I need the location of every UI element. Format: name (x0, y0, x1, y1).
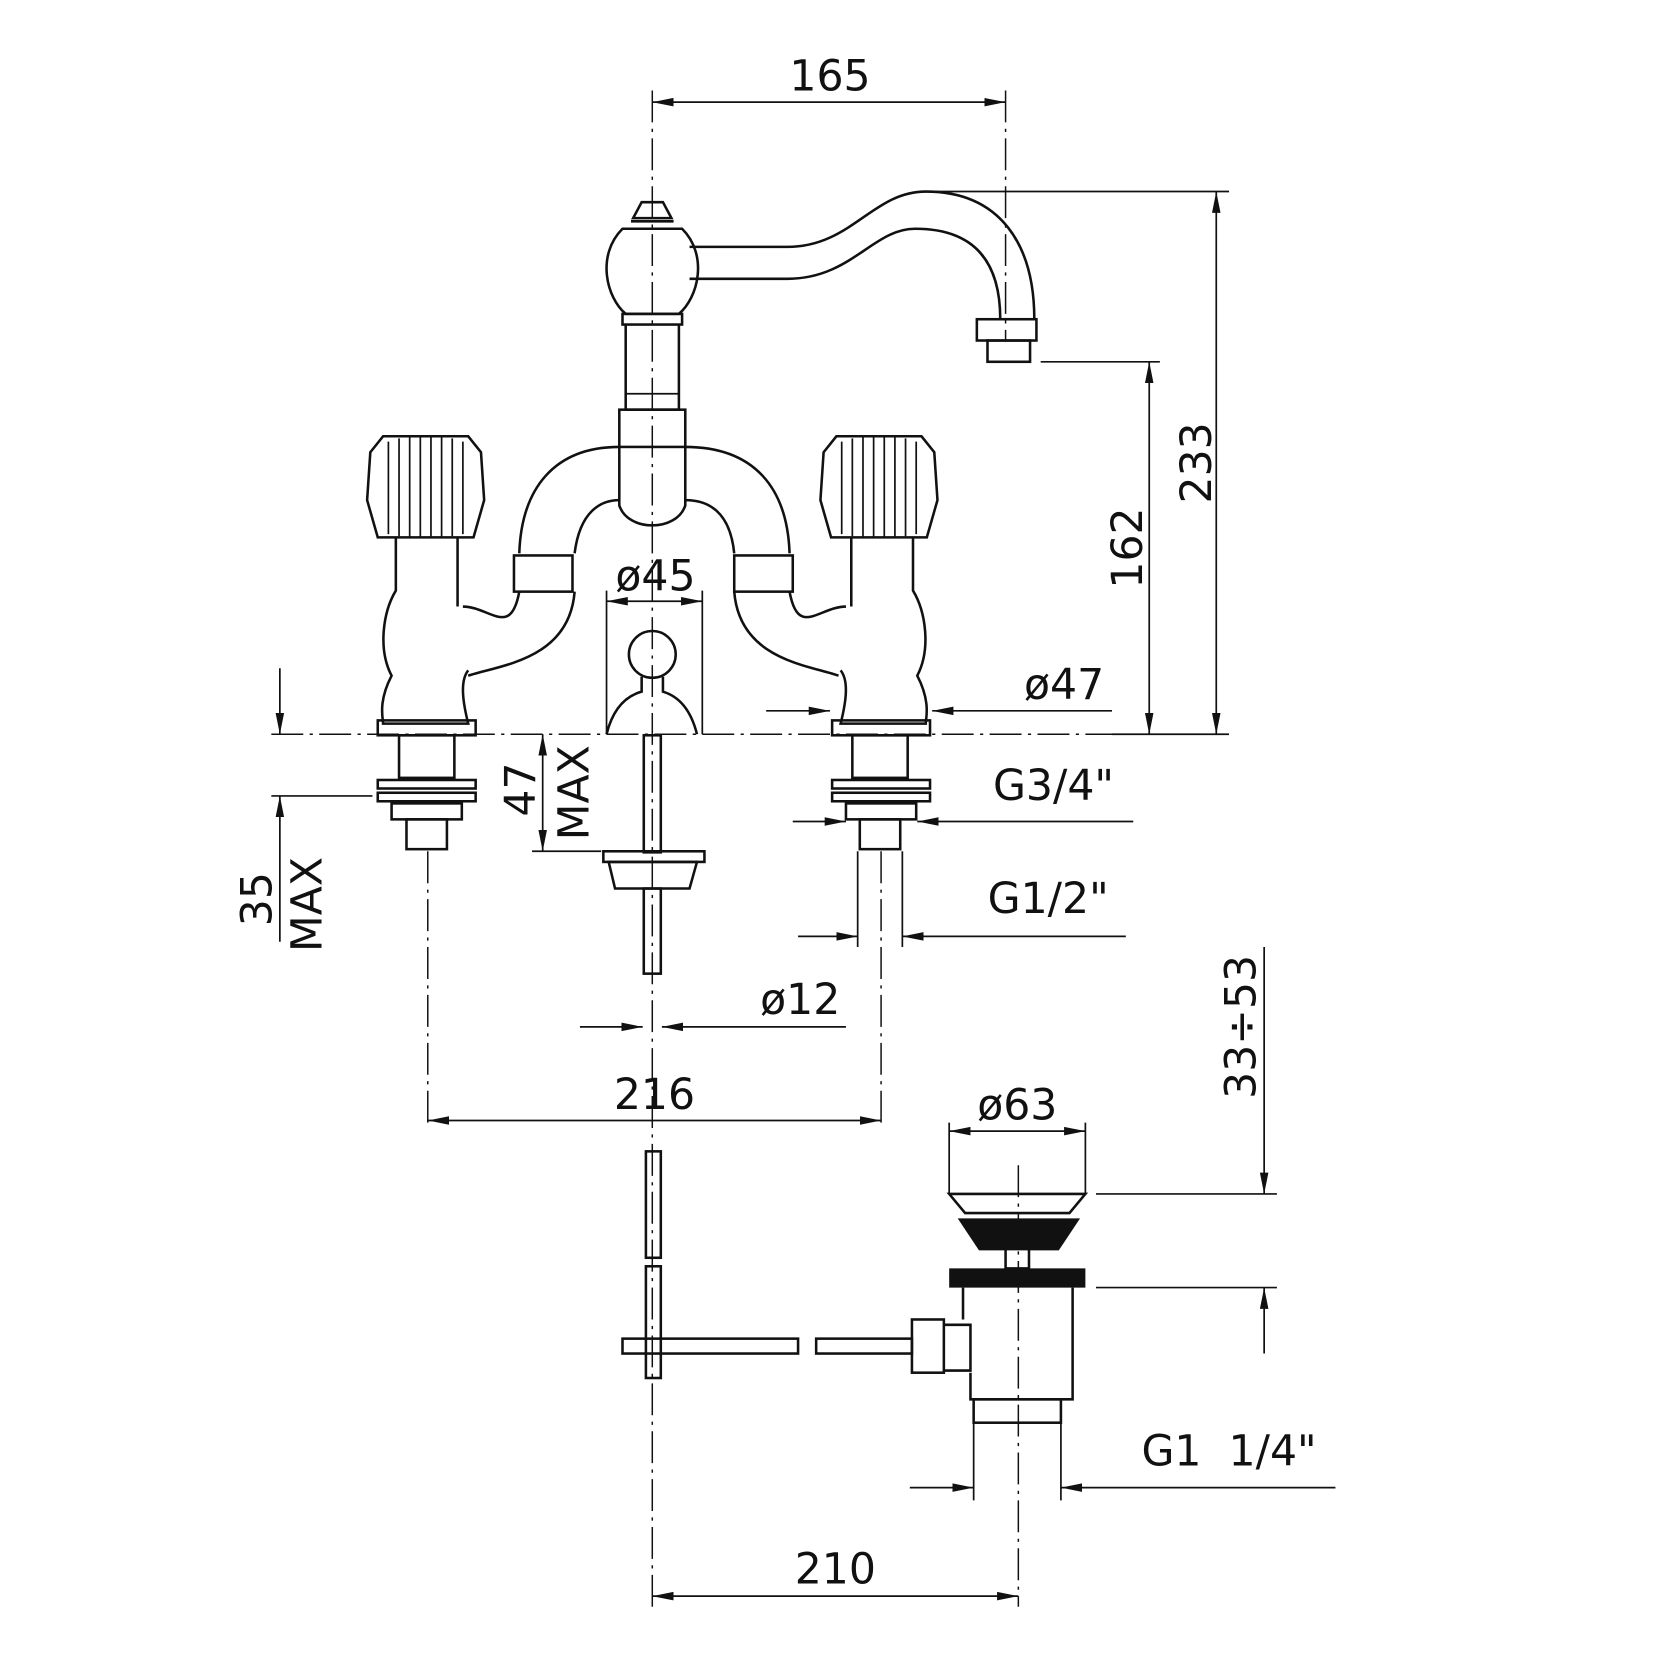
right-handle (819, 435, 939, 737)
pop-up-knob (605, 629, 699, 735)
dim-rod-diameter: ø12 (760, 975, 840, 1025)
dim-deck-left-max: MAX (282, 857, 332, 952)
left-handle (365, 435, 486, 737)
dim-deck-center-max: MAX (549, 745, 599, 840)
dim-spout-height: 162 (1103, 507, 1153, 588)
dim-thread-upper: G3/4" (993, 761, 1114, 811)
dim-waste-thread: G1 1/4" (1141, 1426, 1316, 1476)
dim-total-height: 233 (1172, 422, 1222, 503)
dim-waste-distance: 210 (795, 1544, 876, 1594)
dim-base-diameter: ø45 (615, 552, 695, 602)
dim-handle-base-diameter: ø47 (1024, 660, 1104, 710)
dim-handle-spacing: 216 (614, 1070, 695, 1120)
dim-deck-center: 47 (496, 762, 546, 816)
spout-column (605, 190, 1038, 527)
pop-up-waste (621, 1150, 1089, 1424)
tailpieces (376, 734, 932, 975)
dim-spout-reach: 165 (789, 51, 870, 101)
dim-waste-range: 33÷53 (1217, 955, 1267, 1099)
bridge-arms (462, 445, 847, 677)
dimension-lines (271, 97, 1336, 1601)
dim-waste-diameter: ø63 (977, 1080, 1057, 1130)
dim-thread-lower: G1/2" (988, 874, 1109, 924)
dim-deck-left: 35 (232, 872, 282, 926)
